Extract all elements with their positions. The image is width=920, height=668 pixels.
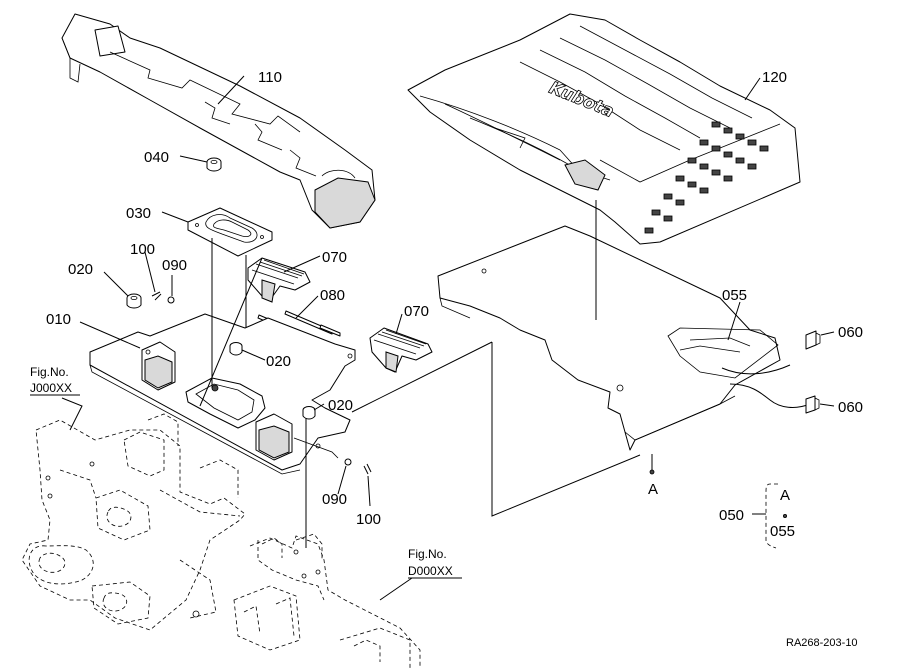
pin-100-lower [363, 463, 372, 475]
callout-070-lower: 070 [404, 303, 429, 320]
detail-letter-a: A [780, 487, 790, 504]
floor-mat-tread-pattern [644, 121, 769, 234]
part-120-floor-mat: Kubota [407, 13, 801, 245]
bolt-020-right [302, 406, 316, 420]
callout-020-lower: 020 [328, 397, 353, 414]
ref-d000xx-number: D000XX [408, 564, 453, 578]
frame-j000xx [21, 413, 246, 631]
washer-090-lower [344, 458, 352, 466]
callout-020-upper: 020 [68, 261, 93, 278]
detail-callout-055: 055 [770, 523, 795, 540]
part-070-pedal-lower [369, 327, 433, 373]
bolt-040 [206, 157, 222, 172]
ref-j000xx-number: J000XX [30, 381, 72, 395]
connector-060-upper [805, 330, 821, 350]
callout-090-upper: 090 [162, 257, 187, 274]
callout-060-upper: 060 [838, 324, 863, 341]
drawing-code: RA268-203-10 [786, 637, 858, 649]
part-030-plate [187, 207, 273, 257]
part-070-pedal-upper [247, 257, 311, 303]
callout-a: A [648, 481, 658, 498]
connector-060-lower [805, 395, 820, 414]
callout-100-upper: 100 [130, 241, 155, 258]
bolt-020-left [126, 293, 142, 309]
bolt-020-middle [229, 342, 243, 356]
callout-020-middle: 020 [266, 353, 291, 370]
callout-110: 110 [258, 69, 282, 86]
callout-080: 080 [320, 287, 345, 304]
callout-060-lower: 060 [838, 399, 863, 416]
callout-030: 030 [126, 205, 151, 222]
part-010-step-plate [89, 313, 356, 475]
callout-010: 010 [46, 311, 71, 328]
pin-100-upper [151, 291, 162, 301]
callout-070-upper: 070 [322, 249, 347, 266]
frame-d000xx [233, 533, 421, 668]
callout-100-lower: 100 [356, 511, 381, 528]
detail-callout-050: 050 [719, 507, 744, 524]
floor-plate [437, 225, 811, 451]
part-110-cover [61, 13, 376, 229]
detail-a-key: A 050 055 [719, 483, 795, 549]
callout-090-lower: 090 [322, 491, 347, 508]
callout-040: 040 [144, 149, 169, 166]
callout-055: 055 [722, 287, 747, 304]
ref-d000xx-label: Fig.No. [408, 547, 447, 561]
callout-120: 120 [762, 69, 787, 86]
washer-090-upper [167, 296, 175, 304]
ref-j000xx-label: Fig.No. [30, 365, 69, 379]
